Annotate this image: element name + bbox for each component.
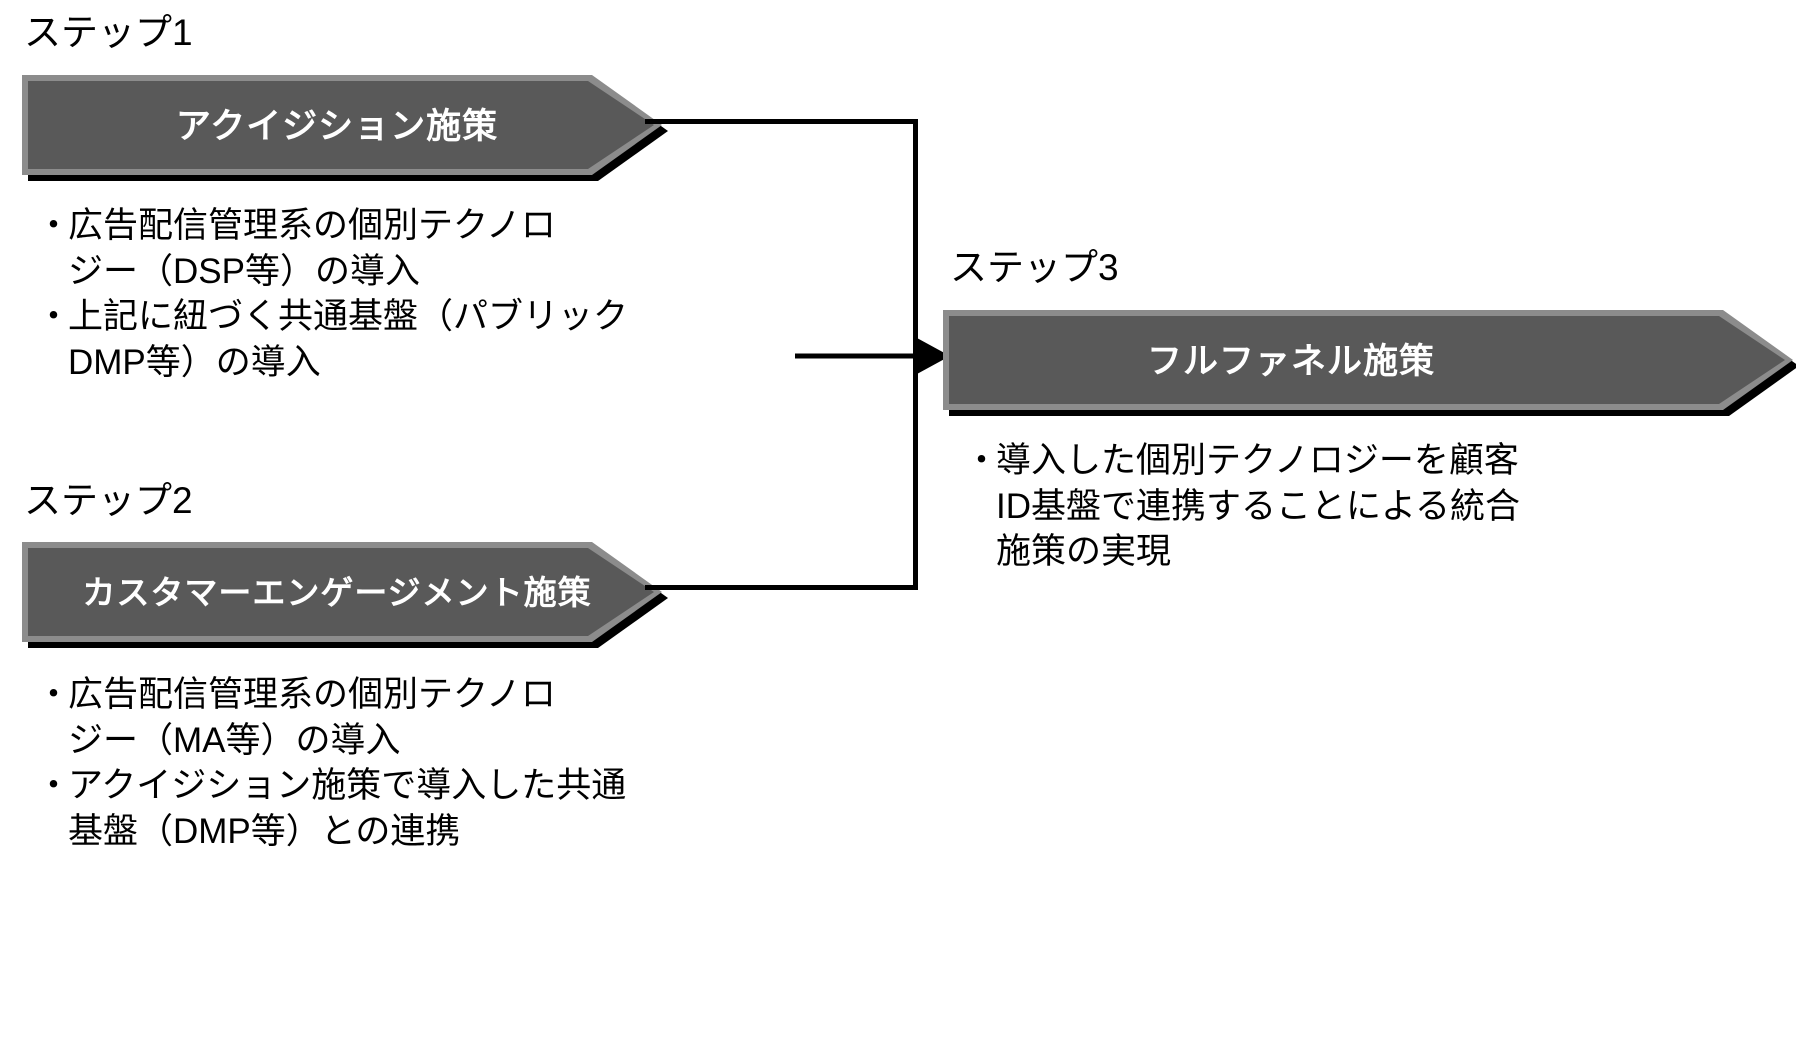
step-1-bullet-2: 上記に紐づく共通基盤（パブリック DMP等）の導入 <box>36 294 662 385</box>
step-3-bullets: 導入した個別テクノロジーを顧客 ID基盤で連携することによる統合 施策の実現 <box>964 438 1590 575</box>
step-1-bullet-1: 広告配信管理系の個別テクノロ ジー（DSP等）の導入 <box>36 203 662 294</box>
connector-from-step-2 <box>645 585 918 590</box>
step-2-banner[interactable]: カスタマーエンゲージメント施策 <box>20 540 670 648</box>
step-3-banner[interactable]: フルファネル施策 <box>941 308 1796 416</box>
step-3-banner-shape <box>943 310 1796 416</box>
step-2-bullet-2: アクイジション施策で導入した共通 基盤（DMP等）との連携 <box>36 763 682 854</box>
step-1-caption: ステップ1 <box>24 12 193 53</box>
step-1-bullets: 広告配信管理系の個別テクノロ ジー（DSP等）の導入 上記に紐づく共通基盤（パブ… <box>36 203 662 385</box>
connector-arrow-to-step-3 <box>795 338 950 374</box>
step-1-banner-shape <box>22 75 668 181</box>
step-3-bullet-1: 導入した個別テクノロジーを顧客 ID基盤で連携することによる統合 施策の実現 <box>964 438 1590 575</box>
step-2-bullets: 広告配信管理系の個別テクノロ ジー（MA等）の導入 アクイジション施策で導入した… <box>36 672 682 854</box>
step-1-banner[interactable]: アクイジション施策 <box>20 73 670 181</box>
step-2-bullet-1: 広告配信管理系の個別テクノロ ジー（MA等）の導入 <box>36 672 682 763</box>
step-3-caption: ステップ3 <box>950 247 1119 288</box>
connector-from-step-1 <box>645 119 918 124</box>
step-2-banner-shape <box>22 542 668 648</box>
step-2-caption: ステップ2 <box>24 480 193 521</box>
